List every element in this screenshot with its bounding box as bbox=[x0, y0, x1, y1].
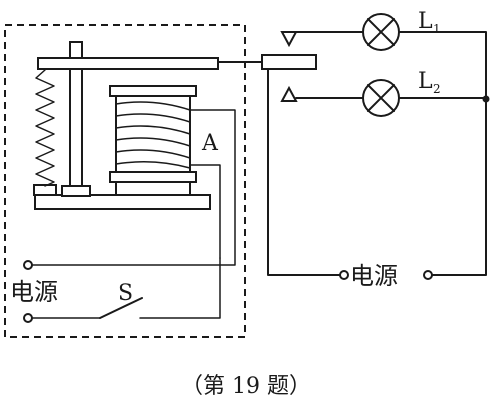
relay-enclosure bbox=[4, 24, 246, 338]
moving-contact bbox=[261, 54, 317, 70]
left-power-terminal-bottom bbox=[23, 313, 33, 323]
right-power-terminal-right bbox=[423, 270, 433, 280]
upper-static-contact bbox=[280, 31, 298, 48]
right-power-terminal-left bbox=[339, 270, 349, 280]
label-l1: L bbox=[418, 9, 433, 34]
wire-left-return bbox=[267, 68, 341, 276]
label-l1-sub: 1 bbox=[433, 22, 441, 36]
caption: （第 19 题） bbox=[181, 374, 311, 399]
lower-static-contact bbox=[280, 85, 298, 102]
left-power-terminal-top bbox=[23, 260, 33, 270]
core-bottom-cap bbox=[109, 171, 197, 183]
coil-wire-b-down bbox=[139, 257, 221, 319]
label-power-left: 电源 bbox=[10, 278, 58, 306]
label-power-right: 电源 bbox=[350, 262, 398, 290]
wire-right-return bbox=[431, 99, 487, 276]
armature-bar bbox=[37, 57, 219, 70]
spring-base bbox=[33, 184, 57, 196]
coil-windings bbox=[115, 101, 191, 169]
label-l2: L bbox=[418, 69, 433, 94]
spring bbox=[35, 69, 55, 187]
switch-s bbox=[99, 297, 143, 319]
coil-wire-a bbox=[27, 109, 236, 266]
base-plate bbox=[34, 194, 211, 210]
lamp-l1-cross-b bbox=[367, 18, 395, 46]
core-base bbox=[115, 181, 191, 196]
core-top-cap bbox=[109, 85, 197, 97]
coil-wire-b bbox=[189, 164, 221, 259]
lamp-l2-cross-b bbox=[367, 84, 395, 112]
wire-l1-right bbox=[398, 31, 487, 101]
label-l2-sub: 2 bbox=[433, 82, 441, 96]
post-foot bbox=[61, 185, 91, 197]
label-switch-s: S bbox=[118, 281, 133, 306]
label-electromagnet-a: A bbox=[201, 131, 219, 156]
